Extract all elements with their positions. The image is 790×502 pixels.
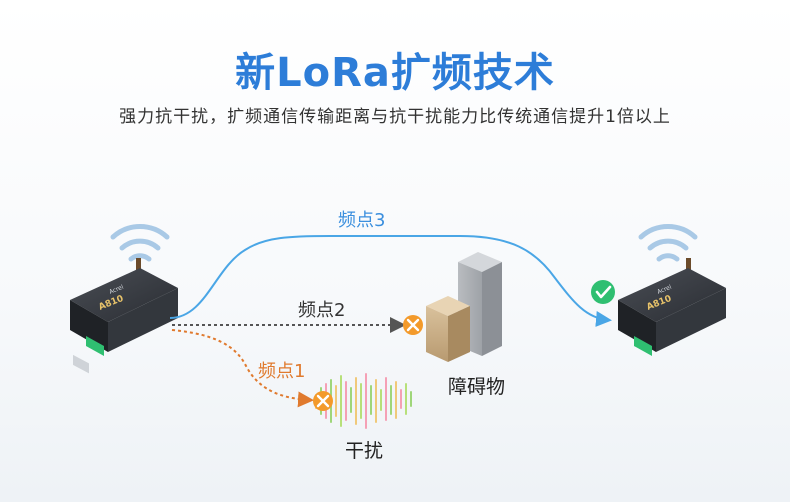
device-right: A810 Acrel <box>618 258 726 356</box>
page-subtitle: 强力抗干扰，扩频通信传输距离与抗干扰能力比传统通信提升1倍以上 <box>119 107 671 127</box>
fail-icon-freq1 <box>313 391 333 411</box>
label-interference: 干扰 <box>345 440 384 462</box>
label-freq1: 频点1 <box>258 361 306 382</box>
success-check-icon <box>591 280 615 304</box>
label-freq2: 频点2 <box>298 300 346 321</box>
wifi-icon-right <box>638 224 698 262</box>
path-freq3 <box>169 235 612 327</box>
label-obstacle: 障碍物 <box>448 376 506 398</box>
wifi-icon-left <box>110 224 170 262</box>
obstacle-box <box>426 296 470 362</box>
page-title: 新LoRa扩频技术 <box>235 50 555 96</box>
device-left: A810 Acrel <box>70 258 178 374</box>
label-freq3: 频点3 <box>338 210 386 231</box>
fail-icon-freq2 <box>403 315 423 335</box>
